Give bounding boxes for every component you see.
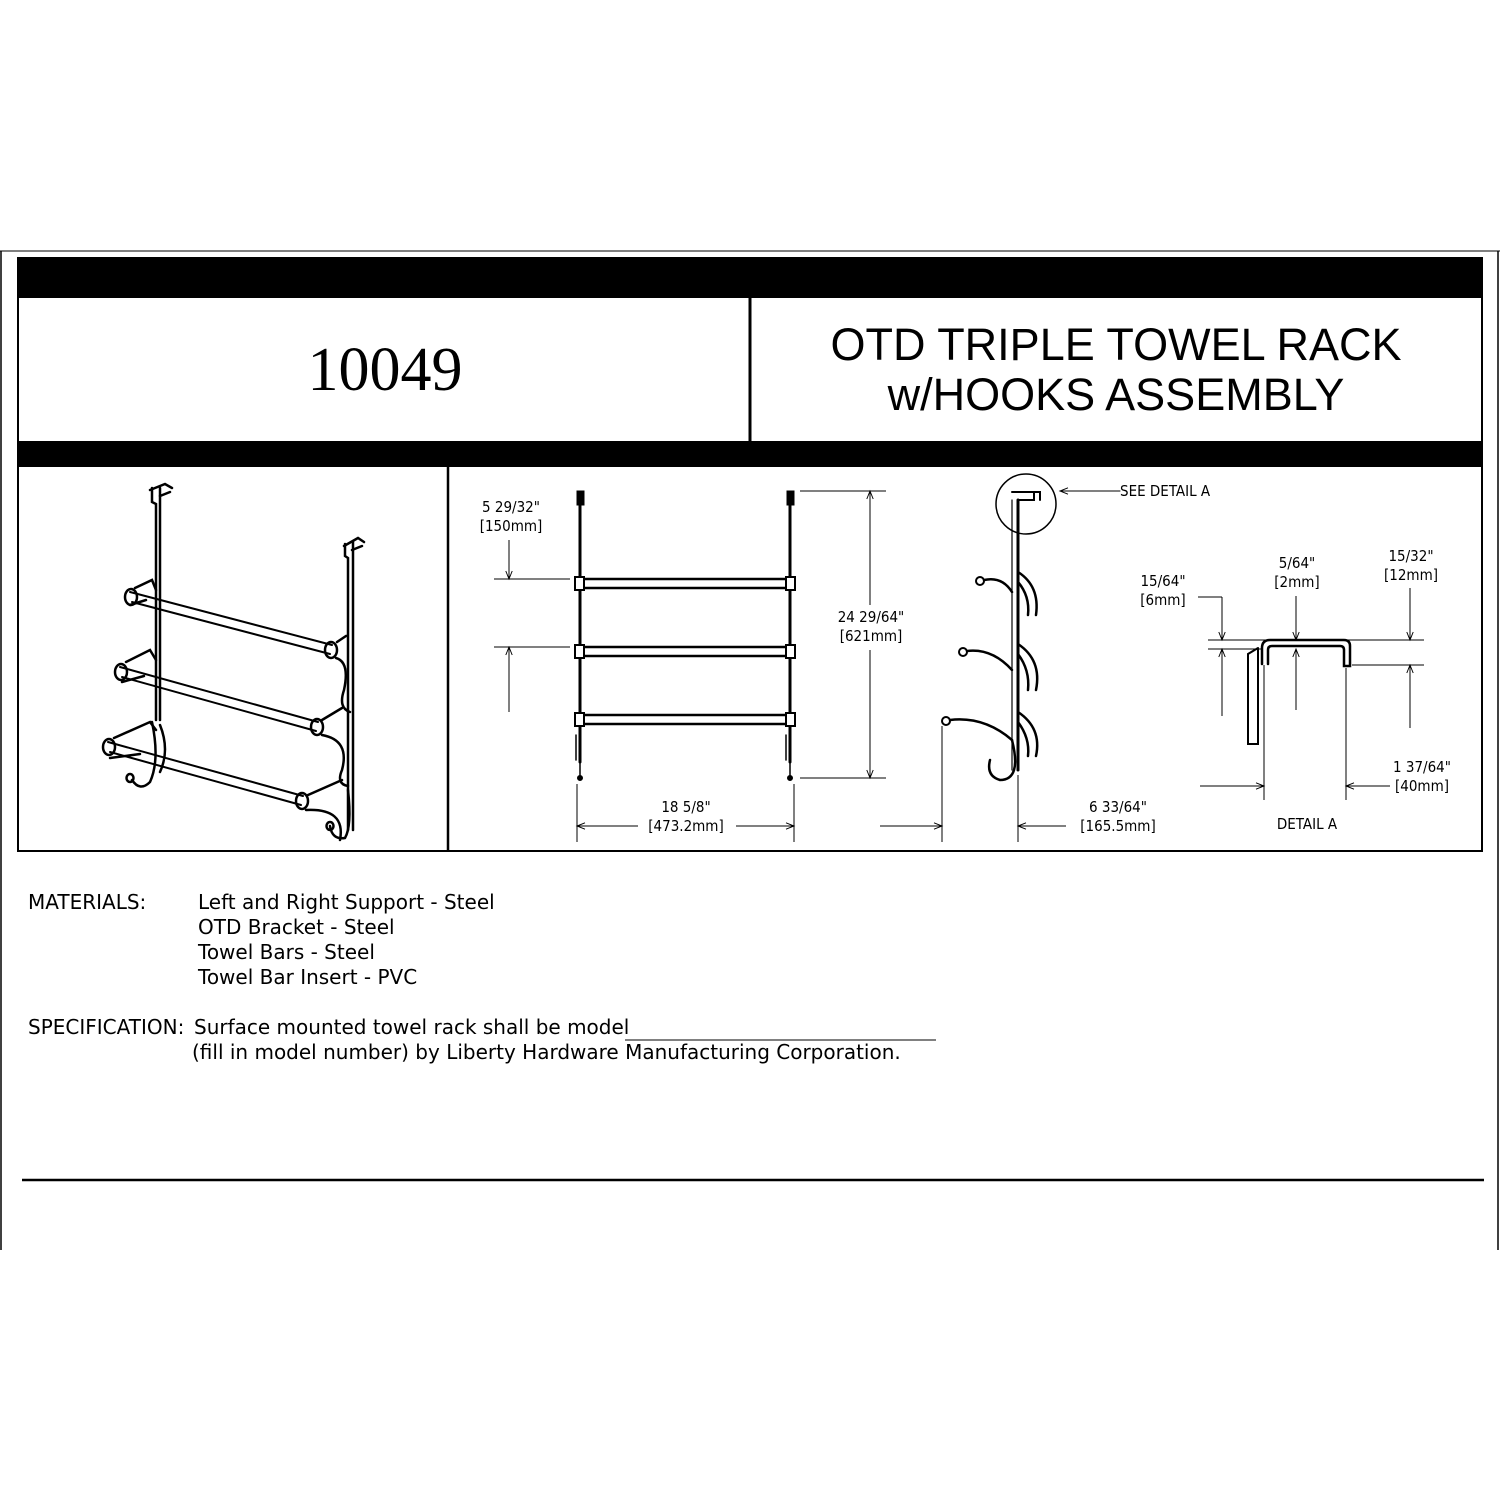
isometric-view bbox=[101, 482, 366, 842]
dim-bracket-width: 1 37/64" [40mm] bbox=[1393, 758, 1451, 795]
material-item: OTD Bracket - Steel bbox=[198, 915, 395, 939]
specification-line1: Surface mounted towel rack shall be mode… bbox=[194, 1015, 630, 1039]
see-detail-callout: SEE DETAIL A bbox=[1120, 482, 1211, 500]
detail-a-label: DETAIL A bbox=[1276, 815, 1338, 833]
materials-list: Left and Right Support - Steel OTD Brack… bbox=[198, 890, 495, 990]
dim-bracket-thickness: 15/64" [6mm] bbox=[1140, 572, 1186, 609]
detail-a-dimension-lines bbox=[1198, 588, 1424, 800]
header-band-top bbox=[18, 258, 1482, 298]
material-item: Towel Bars - Steel bbox=[198, 940, 375, 964]
dim-bracket-gap: 5/64" [2mm] bbox=[1274, 554, 1320, 591]
model-number: 10049 bbox=[307, 335, 463, 404]
front-dimension-lines bbox=[494, 489, 886, 842]
dim-width: 18 5/8" [473.2mm] bbox=[648, 798, 724, 835]
specification-label: SPECIFICATION: bbox=[28, 1015, 185, 1039]
dim-height: 24 29/64" [621mm] bbox=[837, 608, 905, 645]
dim-top-offset: 5 29/32" [150mm] bbox=[479, 498, 543, 535]
dim-bracket-lip: 15/32" [12mm] bbox=[1384, 547, 1438, 584]
side-view bbox=[941, 473, 1121, 782]
specification-line2: (fill in model number) by Liberty Hardwa… bbox=[192, 1040, 901, 1064]
side-dimension-lines bbox=[880, 726, 1066, 842]
materials-label: MATERIALS: bbox=[28, 890, 147, 914]
material-item: Left and Right Support - Steel bbox=[198, 890, 495, 914]
dim-depth: 6 33/64" [165.5mm] bbox=[1080, 798, 1156, 835]
detail-a-bracket bbox=[1247, 638, 1352, 745]
product-title-line1: OTD TRIPLE TOWEL RACK bbox=[830, 319, 1402, 370]
product-title-line2: w/HOOKS ASSEMBLY bbox=[887, 369, 1345, 420]
front-view bbox=[574, 490, 796, 781]
header-band-bottom bbox=[18, 441, 1482, 467]
material-item: Towel Bar Insert - PVC bbox=[198, 965, 418, 989]
product-title: OTD TRIPLE TOWEL RACK w/HOOKS ASSEMBLY bbox=[752, 300, 1480, 440]
